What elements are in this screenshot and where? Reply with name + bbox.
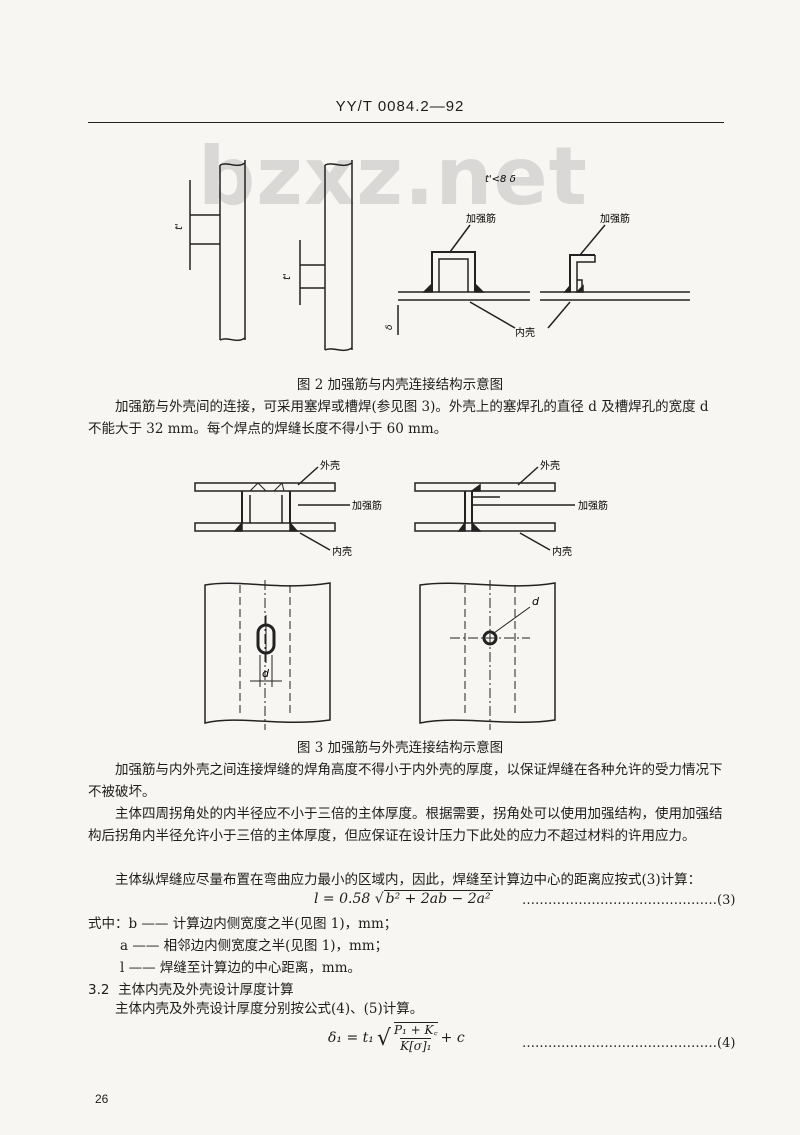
fig3-label-inner-1: 内壳 (332, 545, 352, 558)
paragraph-5: 主体内壳及外壳设计厚度分别按公式(4)、(5)计算。 (115, 1001, 424, 1017)
fig3-label-inner-2: 内壳 (552, 545, 572, 558)
paragraph-1: 加强筋与外壳间的连接，可采用塞焊或槽焊(参见图 3)。外壳上的塞焊孔的直径 d … (88, 399, 709, 437)
paragraph-4: 主体纵焊缝应尽量布置在弯曲应力最小的区域内，因此，焊缝至计算边中心的距离应按式(… (115, 872, 702, 888)
formula-3-number: ………………………………………(3) (522, 893, 736, 908)
fig2-label-rib-1: 加强筋 (466, 212, 496, 225)
paragraph-3: 主体四周拐角处的内半径应不小于三倍的主体厚度。根据需要，拐角处可以使用加强结构，… (88, 806, 723, 844)
paragraph-2: 加强筋与内外壳之间连接焊缝的焊角高度不得小于内外壳的厚度，以保证焊缝在各种允许的… (88, 762, 723, 800)
fig2-label-rib-2: 加强筋 (600, 212, 630, 225)
formula-3-lhs: l = 0.58 (314, 891, 371, 907)
formula-3-radicand: b² + 2ab − 2a² (383, 890, 493, 907)
fig3-label-outer-2: 外壳 (540, 459, 560, 472)
formula-4-denominator: K[σ]₁ (400, 1038, 432, 1053)
figure-3: 外壳 外壳 加强筋 加强筋 内壳 内壳 d d (194, 459, 608, 730)
where-b-def: b —— 计算边内侧宽度之半(见图 1)，mm； (128, 916, 398, 932)
fig2-label-delta: δ (385, 324, 395, 330)
where-intro: 式中： (88, 916, 129, 932)
page-number: 26 (95, 1092, 109, 1106)
figure-2: t' t' t'<8 δ δ 加强筋 加强筋 内壳 (174, 160, 690, 352)
section-3-2-number: 3.2 (88, 982, 110, 998)
formula-4: δ₁ = t₁ √ P₁ + K꜀ K[σ]₁ + c (328, 1022, 465, 1053)
header-rule (88, 122, 724, 123)
where-a-def: a —— 相邻边内侧宽度之半(见图 1)，mm； (120, 938, 389, 954)
fig3-label-d-1: d (262, 667, 270, 680)
page-header: YY/T 0084.2—92 (335, 98, 465, 115)
figure-2-caption: 图 2 加强筋与内壳连接结构示意图 (296, 377, 504, 393)
fig3-label-outer-1: 外壳 (320, 459, 340, 472)
fig3-label-rib-2: 加强筋 (578, 499, 608, 512)
formula-4-lhs: δ₁ = t₁ (328, 1030, 374, 1046)
formula-3: l = 0.58 √b² + 2ab − 2a² (314, 890, 493, 907)
formula-4-tail: + c (440, 1030, 465, 1046)
where-l-def: l —— 焊缝至计算边的中心距离，mm。 (120, 960, 362, 976)
figure-3-caption: 图 3 加强筋与外壳连接结构示意图 (296, 740, 504, 756)
formula-4-number: ………………………………………(4) (522, 1036, 736, 1051)
where-block: 式中：b —— 计算边内侧宽度之半(见图 1)，mm； (88, 912, 397, 932)
fig2-label-inner-shell: 内壳 (515, 326, 535, 339)
fig2-label-t-prime-b: t' (282, 273, 293, 280)
watermark: bzxz.net (198, 130, 588, 223)
formula-4-numerator: P₁ + K꜀ (393, 1023, 438, 1037)
section-3-2-title: 主体内壳及外壳设计厚度计算 (118, 982, 294, 998)
section-3-2-heading: 3.2 主体内壳及外壳设计厚度计算 (88, 978, 294, 998)
fig2-label-t-prime-a: t' (174, 223, 185, 230)
fig3-label-rib-1: 加强筋 (352, 499, 382, 512)
fig2-label-condition: t'<8 δ (485, 174, 516, 185)
fig3-label-d-2: d (532, 595, 540, 608)
